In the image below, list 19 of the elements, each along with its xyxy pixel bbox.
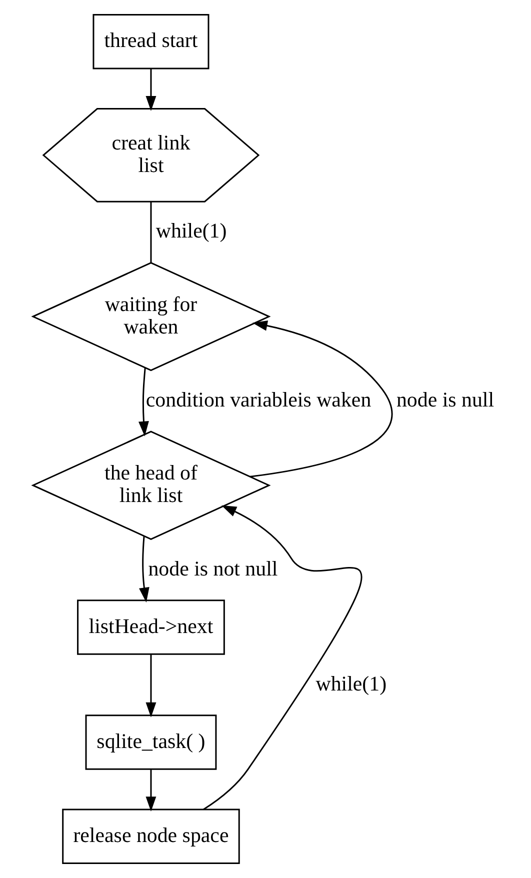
node-box: listHead->next	[76, 600, 224, 655]
node-diamond: waiting for waken	[30, 262, 270, 372]
arrow	[138, 536, 149, 602]
edge-label: while(1)	[155, 218, 226, 243]
node-box: release node space	[62, 808, 240, 864]
arrow	[249, 320, 392, 478]
node-box: sqlite_task( )	[84, 714, 216, 770]
node-diamond: the head of link list	[30, 430, 270, 540]
node-box: thread start	[92, 14, 209, 70]
arrow	[202, 505, 362, 810]
edge-label: while(1)	[315, 671, 386, 696]
arrow	[138, 368, 148, 436]
arrow	[145, 68, 156, 111]
arrow	[145, 770, 156, 812]
edge-label: node is not null	[148, 556, 278, 580]
edge-label: node is null	[396, 387, 494, 412]
connector	[150, 202, 152, 263]
arrow	[145, 654, 156, 718]
edge-label: condition variableis waken	[145, 387, 371, 412]
